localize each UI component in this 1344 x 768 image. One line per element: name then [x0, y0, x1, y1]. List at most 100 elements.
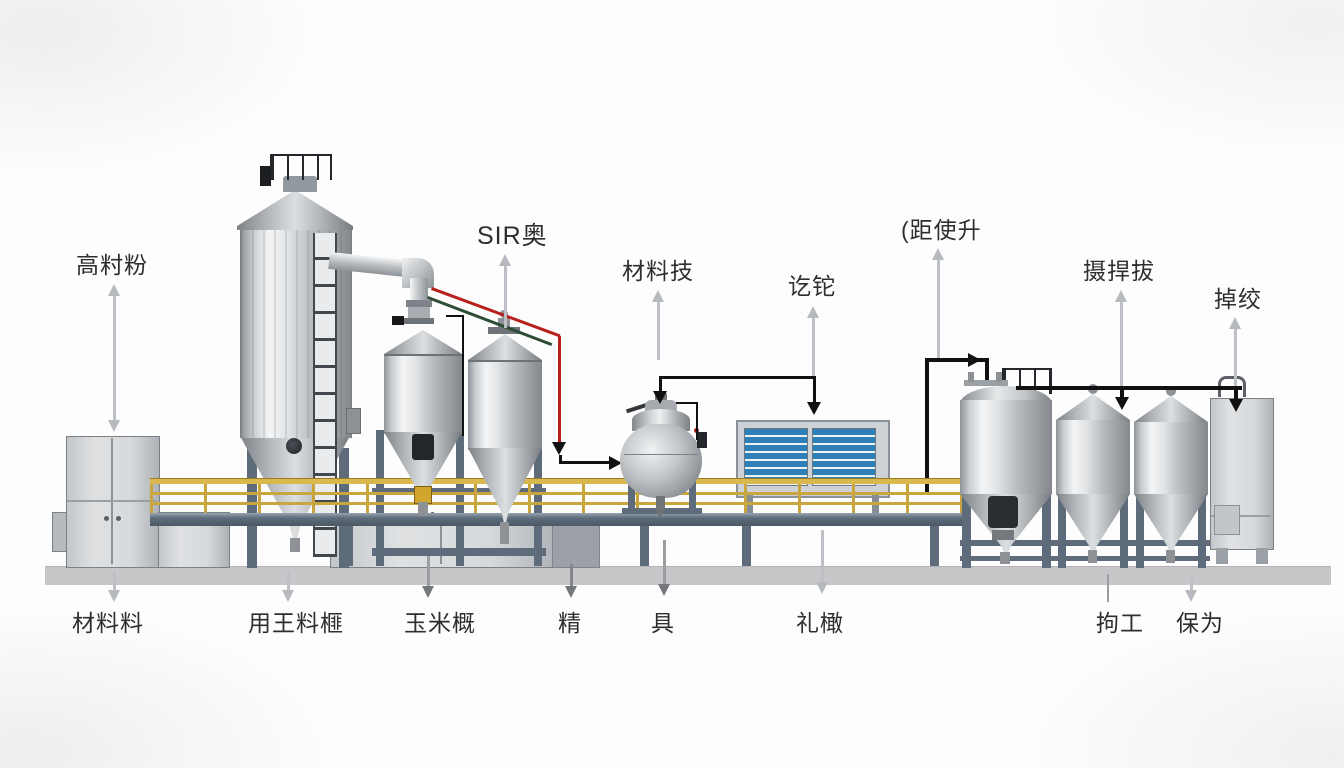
bottom-label: 保为 — [1176, 610, 1224, 636]
louver-panel-right — [812, 428, 876, 486]
control-cabinet-tall — [66, 436, 160, 568]
silo-side-box — [346, 408, 361, 434]
tank2-arrow-down — [1115, 397, 1129, 410]
arrow-shaft — [113, 296, 116, 420]
arrow-down — [108, 590, 120, 602]
tank1-top-fitting — [968, 372, 974, 382]
arrow-shaft — [287, 572, 290, 594]
deck-leg — [640, 526, 649, 566]
arrow-down — [282, 590, 294, 602]
end-cabinet-foot — [1216, 548, 1228, 564]
silo-spout — [290, 538, 300, 552]
railing-mid-rail — [150, 502, 966, 505]
arrow-up — [1115, 290, 1127, 302]
arrow-shaft — [427, 556, 430, 590]
tank2-body — [1056, 420, 1130, 494]
cabinet-handle — [116, 516, 121, 521]
end-cabinet-seam — [1211, 515, 1271, 517]
arrow-shaft — [504, 266, 507, 328]
signal-arrow-down — [552, 442, 566, 455]
bottom-label: 精 — [558, 610, 582, 636]
kettle-spout — [656, 496, 665, 510]
kettle-loop-horizontal — [676, 402, 698, 404]
arrow-shaft — [821, 530, 824, 586]
arrow-shaft — [113, 572, 116, 594]
tank2-leg — [1120, 494, 1128, 568]
arrow-shaft — [1234, 329, 1237, 386]
silo-roof — [237, 190, 353, 230]
tank3-cone-top — [1134, 396, 1208, 422]
cabinet-drop — [1234, 390, 1238, 401]
arrow-down — [1185, 590, 1197, 602]
arrow-down — [565, 586, 577, 598]
hopper2-spout — [500, 522, 509, 544]
silo-ladder — [313, 233, 337, 557]
cabinet-arrow-down — [1229, 399, 1243, 412]
silo-top-device — [260, 166, 271, 186]
tank3-body — [1134, 422, 1208, 494]
arrow-up — [1229, 317, 1241, 329]
tank2-drop — [1120, 390, 1124, 399]
hopper1-cone-top — [384, 330, 462, 354]
kettle-body — [620, 424, 702, 498]
tank1-dome — [960, 386, 1052, 404]
hopper2-body — [468, 360, 542, 450]
arrow-shaft — [1190, 578, 1193, 594]
kettle-leg — [628, 468, 635, 514]
hopper1-body — [384, 354, 462, 434]
cabinet-handle — [104, 516, 109, 521]
top-label: 高籿粉 — [76, 252, 148, 278]
signal-line-green — [426, 296, 553, 347]
arrow-shaft — [1120, 302, 1123, 386]
pipe-flange — [404, 318, 434, 324]
tank-top-pipe — [1016, 386, 1242, 390]
panel-drop-vertical — [813, 376, 816, 404]
arrow-shaft — [1107, 574, 1109, 602]
ground-strip — [45, 566, 1331, 585]
valve-knob — [392, 316, 404, 325]
tank2-leg — [1058, 494, 1066, 568]
tank-frame-beam — [960, 540, 1210, 546]
arrow-down — [816, 582, 828, 594]
kettle-loop-vertical — [696, 402, 698, 440]
arrow-up — [499, 254, 511, 266]
bottom-label: 玉米概 — [404, 610, 476, 636]
platform-deck — [150, 513, 966, 526]
tank3-vent — [1166, 386, 1176, 396]
tank3-spout — [1166, 550, 1175, 563]
feed-pipe-arrow-right — [968, 353, 981, 367]
kettle-top-arrow-down — [653, 391, 667, 404]
tank3-leg — [1198, 494, 1206, 568]
arrow-up — [807, 306, 819, 318]
tank1-top-fitting — [996, 372, 1002, 382]
arrow-shaft — [570, 564, 573, 590]
deck-leg — [742, 526, 751, 566]
top-label: 掉绞 — [1214, 286, 1262, 312]
kettle-inlet-horizontal — [559, 461, 611, 464]
top-label: SIR奥 — [477, 222, 548, 250]
tank1-top-pipe — [964, 380, 1008, 386]
arrow-up — [108, 284, 120, 296]
arrow-shaft — [663, 540, 666, 588]
feed-pipe-vertical — [925, 358, 929, 494]
arrow-shaft — [812, 318, 815, 376]
signal-line-red-vertical — [558, 336, 561, 442]
tank1-leg — [962, 494, 971, 568]
bottom-label: 材料料 — [72, 610, 144, 636]
kettle-panel-pipe-horizontal — [659, 376, 816, 379]
cabinet-seam-horizontal — [67, 500, 157, 502]
arrow-shaft — [657, 302, 660, 360]
kettle-inlet-arrow — [609, 456, 622, 470]
tank3-leg — [1136, 494, 1144, 568]
kettle-weld-line — [624, 454, 698, 455]
panel-arrow-down — [807, 402, 821, 415]
kettle-spout-tip — [656, 510, 664, 518]
arrow-down — [658, 584, 670, 596]
kettle-leg — [689, 468, 696, 514]
end-cabinet-inner-panel — [1214, 505, 1240, 535]
arrow-shaft — [937, 260, 940, 358]
tank1-discharge-device — [988, 496, 1018, 528]
top-label: 摄捍拔 — [1083, 258, 1155, 284]
silo-top-railing — [270, 154, 332, 180]
